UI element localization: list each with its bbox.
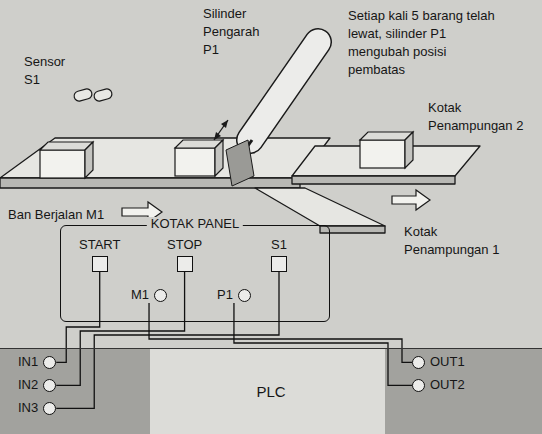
- plc-body: [150, 348, 385, 434]
- belt-branch-1: [255, 188, 385, 226]
- label-text: Ban Berjalan M1: [8, 207, 104, 222]
- note-label: Ban Berjalan M1: [8, 205, 118, 223]
- label-text: Silinder Pengarah P1: [203, 6, 259, 57]
- signal-wire: [234, 303, 412, 386]
- signal-wire: [56, 272, 279, 409]
- belt-branch-2-front: [292, 176, 455, 184]
- plc-terminal: OUT2: [412, 378, 465, 393]
- terminal-circle: [43, 379, 56, 392]
- node-text: OUT1: [430, 355, 465, 370]
- node-text: IN2: [18, 378, 38, 393]
- plc-terminal: IN3: [18, 401, 56, 416]
- terminal-circle: [43, 356, 56, 369]
- lamp-circle: [154, 289, 167, 302]
- push-button: S1: [271, 238, 287, 272]
- button-square: [92, 256, 108, 272]
- lamp-circle: [238, 289, 251, 302]
- label-text: Sensor S1: [24, 54, 65, 87]
- note-label: Silinder Pengarah P1: [203, 4, 265, 58]
- item-box-top: [40, 142, 93, 150]
- terminal-circle: [412, 379, 425, 392]
- note-label: Kotak Penampungan 1: [404, 222, 504, 258]
- motion-arrow-head: [221, 120, 228, 128]
- label-text: Setiap kali 5 barang telah lewat, silind…: [348, 8, 495, 77]
- input-block: [0, 348, 150, 434]
- node-text: STOP: [167, 238, 202, 253]
- sensor-head: [73, 88, 93, 102]
- note-label: Kotak Penampungan 2: [428, 98, 528, 134]
- plc-terminal: OUT1: [412, 355, 465, 370]
- signal-wire: [56, 272, 184, 386]
- plc-terminal: IN2: [18, 378, 56, 393]
- item-box-side: [85, 142, 93, 178]
- node-text: IN3: [18, 401, 38, 416]
- flow-arrow: [392, 190, 430, 210]
- signal-wire: [149, 303, 412, 363]
- sensor-symbol: [73, 88, 113, 102]
- plc-housing: [0, 348, 542, 434]
- belt-front: [0, 178, 300, 188]
- belt-top: [0, 138, 330, 178]
- button-square: [177, 256, 193, 272]
- note-label: Sensor S1: [24, 52, 74, 88]
- indicator-lamp: M1: [131, 288, 167, 303]
- motion-arrow-head: [214, 132, 221, 140]
- node-text: KOTAK PANEL: [147, 217, 243, 232]
- plc-unit: PLC IN1IN2IN3 OUT1OUT2: [0, 348, 542, 434]
- item-box-side: [405, 132, 413, 168]
- sensor-head: [93, 88, 113, 102]
- push-button: START: [79, 238, 120, 272]
- indicator-lamp: P1: [217, 288, 251, 303]
- node-text: S1: [271, 238, 287, 253]
- label-text: Kotak Penampungan 1: [404, 224, 499, 257]
- output-block: [385, 348, 542, 434]
- node-text: P1: [217, 288, 233, 303]
- node-text: IN1: [18, 355, 38, 370]
- node-text: START: [79, 238, 120, 253]
- item-box: [175, 148, 215, 176]
- item-box: [360, 140, 405, 168]
- button-square: [271, 256, 287, 272]
- plc-terminal: IN1: [18, 355, 56, 370]
- item-box: [40, 150, 85, 178]
- cylinder-body: [250, 42, 318, 140]
- node-text: M1: [131, 288, 149, 303]
- item-box-side: [215, 140, 223, 176]
- node-text: OUT2: [430, 378, 465, 393]
- node-text: PLC: [256, 383, 285, 400]
- label-text: Kotak Penampungan 2: [428, 100, 523, 133]
- guide-cylinder: [214, 42, 318, 186]
- item-box-top: [360, 132, 413, 140]
- note-label: Setiap kali 5 barang telah lewat, silind…: [348, 6, 498, 78]
- cylinder-outline: [250, 42, 318, 140]
- control-panel: KOTAK PANELSTARTSTOPS1M1P1: [60, 225, 330, 322]
- motion-arrow: [214, 120, 228, 140]
- push-button: STOP: [167, 238, 202, 272]
- terminal-circle: [43, 402, 56, 415]
- divider-plate: [226, 140, 254, 186]
- terminal-circle: [412, 356, 425, 369]
